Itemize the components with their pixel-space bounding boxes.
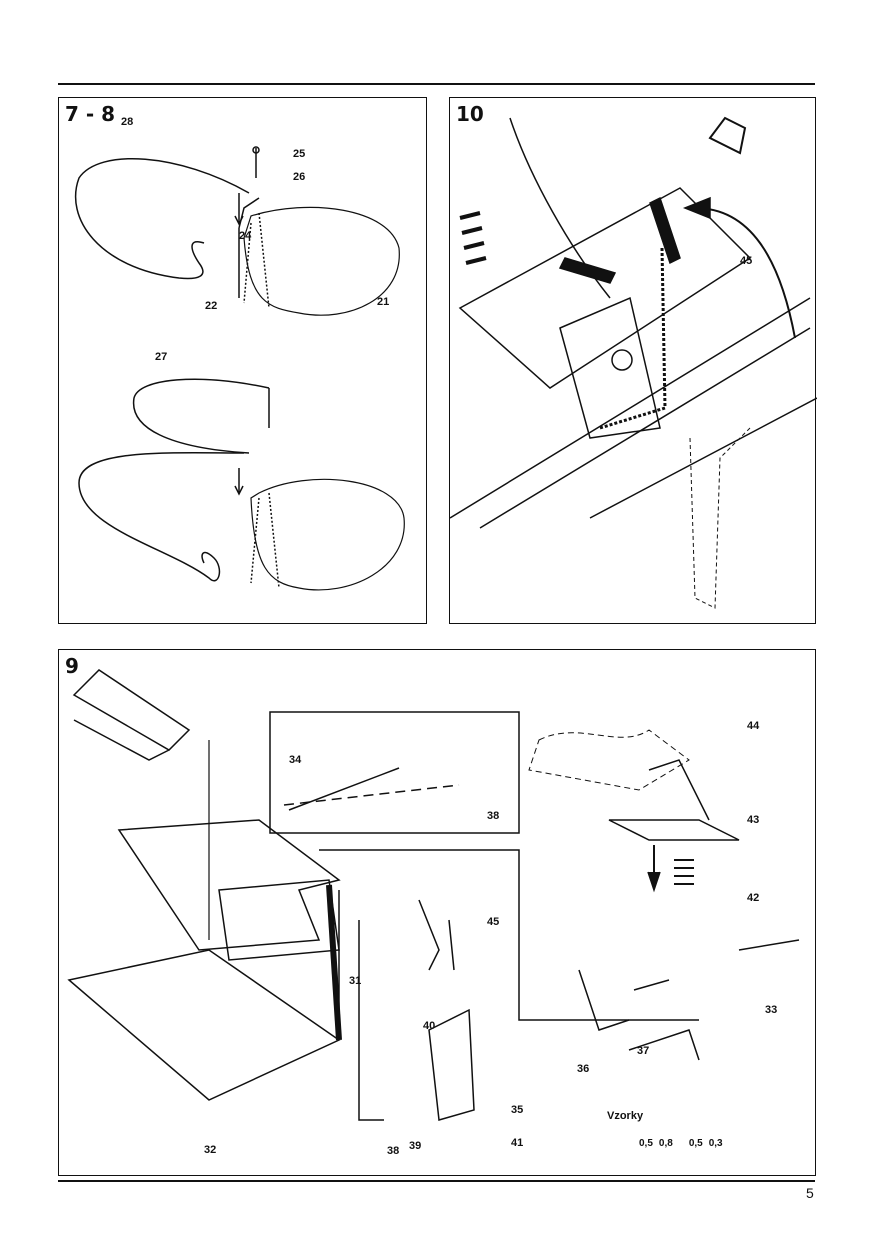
part-label: 26 — [293, 171, 306, 183]
part-label: 21 — [377, 296, 390, 308]
part-label: 40 — [423, 1020, 436, 1032]
sample-value: 0,8 — [658, 1138, 673, 1149]
part-label: 22 — [205, 300, 218, 312]
figure-9: 9 34 38 44 43 42 33 45 31 40 37 36 35 41… — [58, 649, 816, 1176]
part-label: 31 — [349, 975, 362, 987]
dust-bag-illustration — [74, 146, 405, 591]
part-label: 38 — [387, 1145, 400, 1157]
bottom-rule — [58, 1180, 815, 1182]
part-label: 45 — [487, 916, 500, 928]
part-label: 25 — [293, 148, 306, 160]
part-label: 28 — [121, 116, 134, 128]
part-label: 24 — [239, 230, 252, 242]
part-label: 36 — [577, 1063, 590, 1075]
part-label: 27 — [155, 351, 168, 363]
figure-7-8: 7 - 8 28 25 26 24 22 21 27 — [58, 97, 427, 624]
part-label: 35 — [511, 1104, 524, 1116]
figure-number: 7 - 8 — [65, 102, 116, 126]
chain-mount-illustration — [450, 116, 817, 609]
part-label: 32 — [204, 1144, 217, 1156]
top-rule — [58, 83, 815, 85]
part-label: 37 — [637, 1045, 650, 1057]
samples-title: Vzorky — [607, 1110, 644, 1122]
exploded-assembly-illustration — [67, 669, 800, 1121]
sample-value: 0,5 — [688, 1138, 703, 1149]
part-label: 33 — [765, 1004, 778, 1016]
part-label: 42 — [747, 892, 760, 904]
figure-number: 9 — [65, 654, 79, 678]
part-label: 39 — [409, 1140, 422, 1152]
sample-value: 0,5 — [639, 1138, 653, 1149]
part-label: 45 — [740, 255, 753, 267]
figure-number: 10 — [456, 102, 484, 126]
page-number: 5 — [806, 1185, 814, 1201]
samples-values: 0,5 0,8 0,5 0,3 — [639, 1138, 723, 1149]
part-label: 43 — [747, 814, 760, 826]
sample-value: 0,3 — [708, 1138, 723, 1149]
part-label: 34 — [289, 754, 302, 766]
figure-10: 10 45 — [449, 97, 817, 624]
part-label: 44 — [747, 720, 760, 732]
part-label: 38 — [487, 810, 500, 822]
part-label: 41 — [511, 1137, 524, 1149]
